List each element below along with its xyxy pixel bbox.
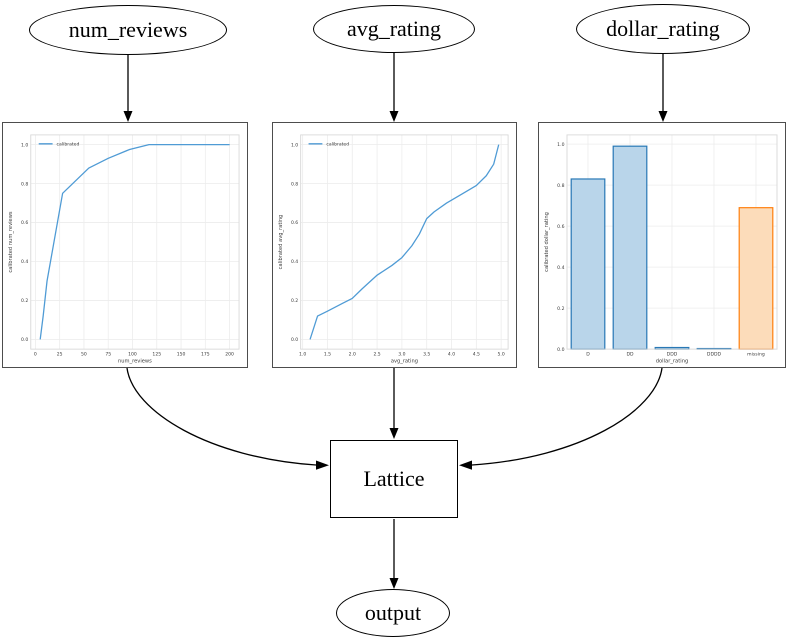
svg-text:calibrated dollar_rating: calibrated dollar_rating: [544, 212, 550, 272]
arrowhead-7: [389, 578, 399, 589]
node-num-reviews: num_reviews: [29, 5, 227, 55]
svg-text:1.0: 1.0: [21, 142, 28, 148]
svg-text:75: 75: [105, 352, 111, 358]
svg-text:0.6: 0.6: [557, 224, 564, 230]
svg-text:avg_rating: avg_rating: [391, 359, 418, 365]
arrowhead-3: [658, 111, 668, 122]
svg-text:150: 150: [177, 352, 186, 358]
svg-text:3.5: 3.5: [423, 352, 430, 358]
svg-text:missing: missing: [747, 352, 765, 358]
svg-text:125: 125: [152, 352, 161, 358]
svg-text:dollar_rating: dollar_rating: [656, 359, 689, 365]
svg-text:5.0: 5.0: [498, 352, 505, 358]
svg-text:50: 50: [81, 352, 87, 358]
node-dollar-rating-label: dollar_rating: [606, 16, 720, 41]
svg-text:0.8: 0.8: [21, 181, 28, 187]
node-lattice: Lattice: [330, 440, 458, 518]
svg-text:0.4: 0.4: [557, 265, 564, 271]
svg-text:1.5: 1.5: [324, 352, 331, 358]
svg-text:1.0: 1.0: [299, 352, 306, 358]
svg-text:calibrated num_reviews: calibrated num_reviews: [8, 211, 14, 273]
svg-text:num_reviews: num_reviews: [118, 359, 152, 365]
svg-text:2.0: 2.0: [349, 352, 356, 358]
node-output-label: output: [364, 600, 422, 625]
svg-text:0.8: 0.8: [557, 183, 564, 189]
calibration-plot-avg-rating: 1.0 1.5 2.0 2.5 3.0 3.5 4.0 4.5 5.0 0.0 0.2 0.4 0.6 0…: [272, 122, 517, 368]
svg-text:2.5: 2.5: [373, 352, 380, 358]
arrowhead-5: [389, 428, 399, 439]
node-avg-rating: avg_rating: [313, 5, 475, 53]
svg-text:0.2: 0.2: [21, 298, 28, 304]
svg-text:25: 25: [57, 352, 63, 358]
svg-text:200: 200: [225, 352, 234, 358]
svg-text:0.8: 0.8: [291, 181, 298, 187]
node-output: output: [336, 589, 450, 637]
svg-text:calibrated: calibrated: [57, 142, 80, 148]
arrowhead-1: [123, 111, 133, 122]
node-dollar-rating: dollar_rating: [576, 4, 750, 54]
arrowhead-6: [459, 460, 472, 470]
node-num-reviews-label: num_reviews: [68, 17, 188, 42]
svg-text:100: 100: [128, 352, 137, 358]
svg-text:0.6: 0.6: [21, 220, 28, 226]
svg-text:1.0: 1.0: [291, 142, 298, 148]
edge-plot3-to-lattice: [471, 367, 663, 466]
svg-text:4.5: 4.5: [473, 352, 480, 358]
calibration-plot-num-reviews: 0 25 50 75 100 125 150 175 200 0.0 0.2 0.4 0.6 0.8 1.0…: [2, 122, 248, 368]
node-lattice-label: Lattice: [363, 466, 425, 491]
svg-text:0.4: 0.4: [21, 259, 28, 265]
svg-text:0.4: 0.4: [291, 259, 298, 265]
svg-text:0.0: 0.0: [557, 347, 564, 353]
svg-text:0.2: 0.2: [557, 306, 564, 312]
svg-text:1.0: 1.0: [557, 142, 564, 148]
svg-text:DDDD: DDDD: [707, 352, 722, 358]
svg-text:calibrated: calibrated: [326, 142, 349, 148]
svg-text:0: 0: [34, 352, 37, 358]
svg-text:175: 175: [201, 352, 210, 358]
num-reviews-chart-svg: 0 25 50 75 100 125 150 175 200 0.0 0.2 0.4 0.6 0.8 1.0…: [3, 123, 247, 367]
svg-text:4.0: 4.0: [448, 352, 455, 358]
svg-text:DD: DD: [626, 352, 634, 358]
svg-text:0.6: 0.6: [291, 220, 298, 226]
node-avg-rating-label: avg_rating: [346, 16, 442, 41]
svg-text:D: D: [586, 352, 590, 358]
svg-text:calibrated avg_rating: calibrated avg_rating: [278, 215, 284, 270]
svg-text:0.2: 0.2: [291, 298, 298, 304]
svg-text:3.0: 3.0: [398, 352, 405, 358]
edge-plot1-to-lattice: [126, 367, 317, 466]
svg-text:0.0: 0.0: [291, 337, 298, 343]
svg-text:0.0: 0.0: [21, 337, 28, 343]
arrowhead-2: [389, 111, 399, 122]
svg-text:DDD: DDD: [667, 352, 678, 358]
arrowhead-4: [316, 460, 329, 470]
avg-rating-chart-svg: 1.0 1.5 2.0 2.5 3.0 3.5 4.0 4.5 5.0 0.0 0.2 0.4 0.6 0…: [273, 123, 516, 367]
